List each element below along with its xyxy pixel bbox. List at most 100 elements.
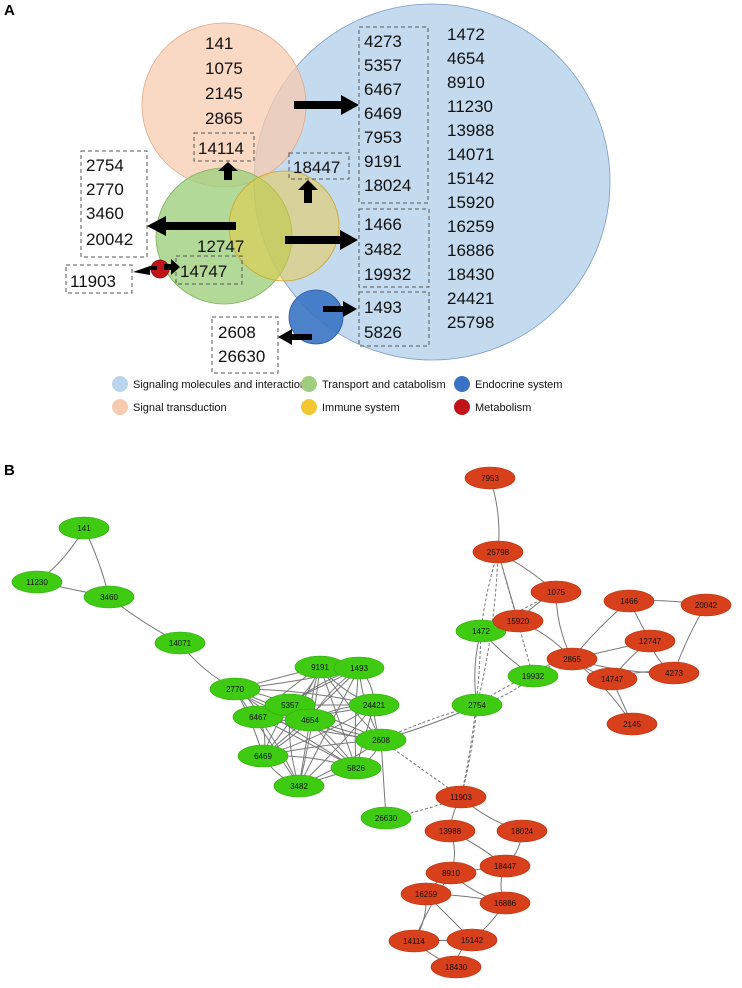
- network-node: 18024: [496, 819, 548, 843]
- network-node-label: 12747: [639, 637, 662, 646]
- network-node: 1466: [603, 589, 655, 613]
- legend-swatch-immune: [301, 399, 317, 415]
- network-node: 1075: [530, 580, 582, 604]
- immune-system-circle: [228, 170, 340, 282]
- metab-box-item: 11903: [70, 272, 116, 291]
- network-node: 15920: [492, 609, 544, 633]
- network-node: 2145: [606, 712, 658, 736]
- network-node-label: 9191: [311, 663, 329, 672]
- network-node-label: 6467: [249, 713, 267, 722]
- immune-box-item: 18447: [293, 158, 340, 177]
- sm-item: 11230: [447, 97, 493, 116]
- network-node: 5826: [330, 756, 382, 780]
- es-left-item: 26630: [218, 347, 265, 366]
- network-node-shape: [479, 854, 531, 878]
- network-node-shape: [546, 647, 598, 671]
- panel-b-label: B: [4, 462, 15, 479]
- legend-label-metabolism: Metabolism: [475, 402, 531, 414]
- network-node: 12747: [624, 629, 676, 653]
- network-node-shape: [154, 631, 206, 655]
- sm-item: 4654: [447, 49, 485, 68]
- network-node-shape: [355, 728, 407, 752]
- network-node-label: 14114: [403, 937, 425, 946]
- network-edge: [354, 667, 360, 769]
- network-node: 7953: [464, 466, 516, 490]
- network-node-label: 26630: [375, 814, 398, 823]
- network-node-shape: [237, 744, 289, 768]
- legend-label-endocrine: Endocrine system: [475, 379, 562, 391]
- network-node-label: 6469: [254, 752, 272, 761]
- legend-swatch-metabolism: [454, 399, 470, 415]
- legend-label-signal-transduction: Signal transduction: [133, 402, 227, 414]
- network-node-label: 1493: [350, 664, 368, 673]
- network-edge: [380, 739, 387, 819]
- box-metabolism: [65, 264, 133, 294]
- tc-sm-item: 3482: [364, 240, 402, 259]
- box-immune-overlap: [288, 152, 350, 180]
- network-node: 26630: [360, 806, 412, 830]
- network-node: 16886: [479, 891, 531, 915]
- st-item: 141: [205, 34, 233, 53]
- network-node-shape: [284, 708, 336, 732]
- network-node: 2865: [546, 647, 598, 671]
- arrow-up-immune: [298, 180, 318, 203]
- network-node-shape: [496, 819, 548, 843]
- network-node-shape: [348, 693, 400, 717]
- network-node-label: 141: [77, 524, 91, 533]
- box-endocrine-left: [211, 316, 279, 374]
- legend-swatch-signal-transduction: [112, 399, 128, 415]
- box-tc-sm-overlap: [358, 208, 430, 288]
- sm-item: 1472: [447, 25, 485, 44]
- box-st-sm-overlap: [358, 26, 429, 204]
- network-node-shape: [273, 774, 325, 798]
- network-node: 4273: [648, 661, 700, 685]
- arrow-right-metab: [164, 259, 180, 275]
- network-node-shape: [425, 861, 477, 885]
- network-node-label: 25798: [487, 548, 510, 557]
- tc-left-item: 2770: [86, 180, 124, 199]
- network-node: 3460: [83, 585, 135, 609]
- st-sm-item: 9191: [364, 152, 402, 171]
- network-node-shape: [606, 712, 658, 736]
- sm-item: 16886: [447, 241, 494, 260]
- st-sm-item: 4273: [364, 32, 402, 51]
- network-node-label: 2770: [226, 685, 244, 694]
- network-node: 14114: [388, 929, 440, 953]
- network-node-label: 2754: [468, 701, 486, 710]
- arrow-right-mid: [285, 230, 358, 250]
- st-item: 2865: [205, 109, 243, 128]
- sm-item: 18430: [447, 265, 494, 284]
- network-node: 18430: [430, 955, 482, 979]
- network-node: 20042: [680, 593, 732, 617]
- network-node-shape: [83, 585, 135, 609]
- network-node: 8910: [425, 861, 477, 885]
- network-node-label: 13988: [439, 827, 462, 836]
- legend: Signaling molecules and interaction Tran…: [112, 376, 562, 415]
- network-node-label: 2608: [372, 736, 390, 745]
- network-node-label: 1075: [547, 588, 565, 597]
- network-node: 2608: [355, 728, 407, 752]
- network-node-shape: [492, 609, 544, 633]
- network-node-shape: [435, 785, 487, 809]
- network-node: 11903: [435, 785, 487, 809]
- dashed-boxes: [65, 26, 430, 374]
- arrow-left-transport: [147, 216, 236, 236]
- box-transport: [175, 255, 243, 285]
- network-node-label: 15920: [507, 617, 530, 626]
- venn-labels: 141 1075 2145 2865 14114 4273 5357 6467 …: [70, 25, 494, 366]
- network-node-label: 1472: [472, 627, 490, 636]
- network-node-label: 3482: [290, 782, 308, 791]
- sm-item: 25798: [447, 313, 494, 332]
- arrow-left-metab: [133, 266, 157, 275]
- network-node: 18447: [479, 854, 531, 878]
- sm-item: 24421: [447, 289, 494, 308]
- sm-item: 8910: [447, 73, 485, 92]
- panel-a-label: A: [4, 2, 15, 19]
- arrow-left-endocrine: [278, 329, 312, 345]
- network-node-label: 1466: [620, 597, 638, 606]
- legend-label-transport: Transport and catabolism: [322, 379, 446, 391]
- network-node-label: 11903: [450, 793, 472, 802]
